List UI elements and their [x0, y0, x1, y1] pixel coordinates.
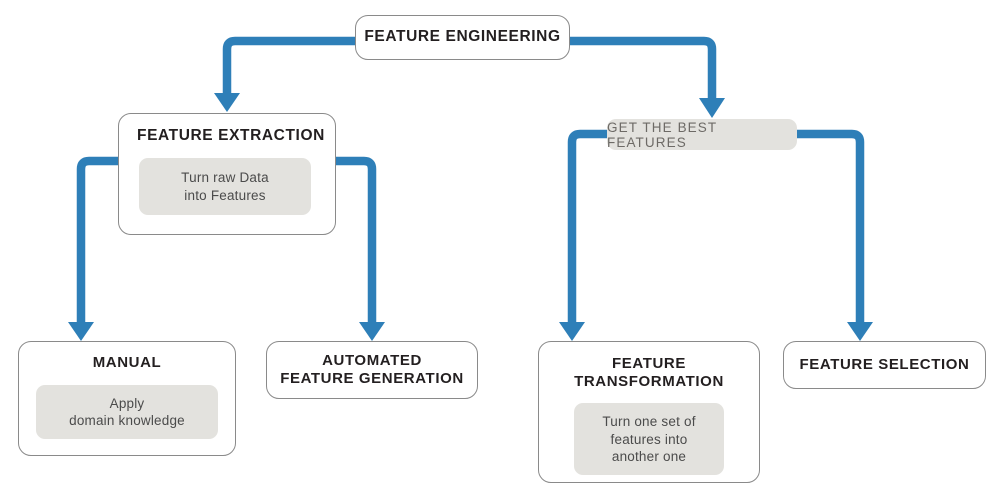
node-feature-extraction-title: FEATURE EXTRACTION	[137, 127, 325, 144]
connector-get-the-best-features-to-feature-transformation	[559, 129, 640, 341]
node-feature-selection-title: FEATURE SELECTION	[799, 356, 970, 374]
node-feature-engineering[interactable]: FEATURE ENGINEERING	[355, 15, 570, 60]
node-feature-transformation-title: FEATURE TRANSFORMATION	[574, 355, 724, 390]
node-feature-transformation-sublabel: Turn one set of features into another on…	[574, 403, 724, 476]
connector-feature-engineering-to-get-the-best-features	[570, 36, 725, 118]
node-manual-title: MANUAL	[92, 354, 162, 371]
node-manual[interactable]: MANUAL Apply domain knowledge	[18, 341, 236, 456]
node-automated-feature-generation[interactable]: AUTOMATED FEATURE GENERATION	[266, 341, 478, 399]
connector-feature-extraction-to-automated-feature-generation	[336, 156, 385, 341]
node-automated-feature-generation-title: AUTOMATED FEATURE GENERATION	[280, 352, 464, 387]
node-get-the-best-features[interactable]: GET THE BEST FEATURES	[607, 119, 797, 150]
node-feature-engineering-title: FEATURE ENGINEERING	[364, 28, 561, 46]
node-feature-transformation[interactable]: FEATURE TRANSFORMATION Turn one set of f…	[538, 341, 760, 483]
node-feature-selection[interactable]: FEATURE SELECTION	[783, 341, 986, 389]
node-feature-extraction-sublabel: Turn raw Data into Features	[139, 158, 311, 215]
connector-feature-extraction-to-manual	[68, 156, 118, 341]
node-manual-sublabel: Apply domain knowledge	[36, 384, 218, 440]
connector-get-the-best-features-to-feature-selection	[760, 129, 873, 341]
node-feature-extraction[interactable]: FEATURE EXTRACTION Turn raw Data into Fe…	[118, 113, 336, 235]
node-get-the-best-features-title: GET THE BEST FEATURES	[607, 119, 717, 150]
connector-feature-engineering-to-feature-extraction	[214, 36, 355, 112]
